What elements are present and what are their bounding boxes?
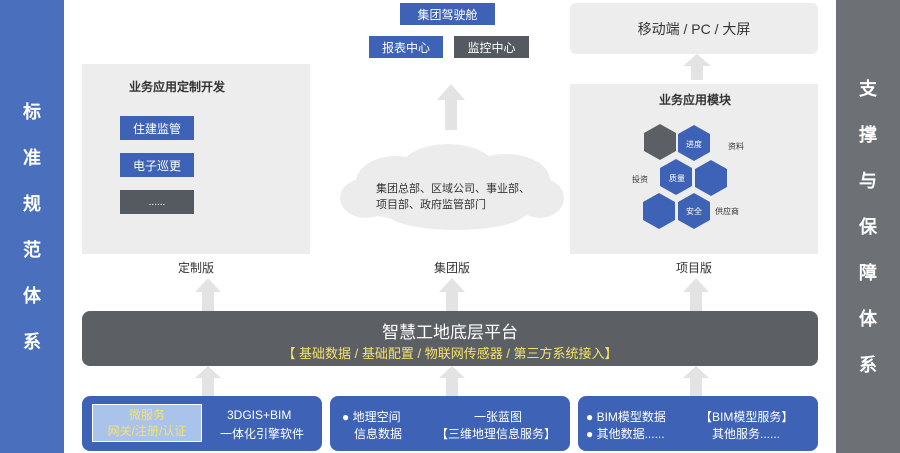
right-bar-char: 体 — [859, 308, 877, 329]
platform-subtitle: 【 基础数据 / 基础配置 / 物联网传感器 / 第三方系统接入】 — [282, 346, 618, 361]
gis-right-line1: 一张蓝图 — [474, 410, 523, 424]
report-center-box: 报表中心 — [369, 36, 443, 58]
custom-item-housing: 住建监管 — [120, 116, 194, 140]
right-bar-char: 保 — [859, 216, 877, 237]
cloud-shape — [340, 144, 564, 230]
project-panel: 业务应用模块 进度 质量 安全 资料 投资 供应商 — [570, 84, 818, 254]
right-bar-char: 支 — [859, 78, 877, 99]
left-bar-char: 系 — [23, 331, 41, 352]
standard-system-bar: 标 准 规 范 体 系 — [0, 0, 64, 453]
left-bar-char: 体 — [23, 285, 41, 306]
right-bar-char: 与 — [859, 170, 877, 191]
bim-left-line2: ● 其他数据...... — [586, 427, 665, 441]
bim-box: ● BIM模型数据 ● 其他数据...... 【BIM模型服务】 其他服务...… — [578, 396, 818, 451]
custom-item-patrol: 电子巡更 — [120, 153, 194, 177]
engine-box: 微服务 网关/注册/认证 3DGIS+BIM 一体化引擎软件 — [82, 396, 322, 451]
up-arrow-icon — [439, 366, 465, 396]
left-bar-char: 标 — [23, 101, 41, 122]
microservice-line1: 微服务 — [128, 408, 165, 422]
outer-label-investment: 投资 — [632, 175, 648, 184]
outer-label-supplier: 供应商 — [715, 207, 739, 216]
bim-left-line1: ● BIM模型数据 — [586, 410, 666, 424]
right-bar-char: 系 — [859, 354, 877, 375]
up-arrow-icon — [683, 278, 709, 314]
left-bar-char: 规 — [23, 193, 41, 214]
custom-panel-title: 业务应用定制开发 — [128, 80, 225, 94]
custom-caption: 定制版 — [177, 261, 214, 275]
platform-bar: 智慧工地底层平台 【 基础数据 / 基础配置 / 物联网传感器 / 第三方系统接… — [82, 311, 818, 366]
custom-dev-panel: 业务应用定制开发 住建监管 电子巡更 ...... — [82, 64, 310, 254]
gis-left-line1: ● 地理空间 — [342, 410, 401, 424]
monitor-center-box: 监控中心 — [454, 36, 529, 58]
cloud-text-line1: 集团总部、区域公司、事业部、 — [376, 183, 530, 195]
hex-label-safety: 安全 — [686, 207, 702, 216]
group-cockpit-box: 集团驾驶舱 — [400, 3, 495, 25]
microservice-badge: 微服务 网关/注册/认证 — [92, 404, 202, 442]
outer-label-materials: 资料 — [728, 142, 744, 151]
project-panel-title: 业务应用模块 — [658, 93, 731, 107]
right-bar-char: 撑 — [859, 124, 877, 145]
hex-label-progress: 进度 — [686, 140, 702, 149]
hex-label-quality: 质量 — [669, 174, 685, 183]
up-arrow-icon — [195, 278, 221, 314]
engine-line1: 3DGIS+BIM — [227, 408, 292, 422]
up-arrow-icon — [439, 278, 465, 314]
project-caption: 项目版 — [675, 261, 712, 275]
gis-box: ● 地理空间 信息数据 一张蓝图 【三维地理信息服务】 — [330, 396, 570, 451]
up-arrow-icon — [683, 366, 709, 396]
bim-right-line2: 其他服务...... — [712, 427, 781, 441]
platform-title: 智慧工地底层平台 — [382, 323, 518, 342]
hexagon-cluster — [643, 124, 727, 229]
left-bar-char: 范 — [23, 239, 41, 260]
support-system-bar: 支 撑 与 保 障 体 系 — [836, 0, 900, 453]
left-bar-char: 准 — [23, 147, 41, 168]
right-bar-char: 障 — [859, 262, 877, 283]
gis-left-line2: 信息数据 — [354, 427, 403, 441]
devices-box: 移动端 / PC / 大屏 — [570, 3, 818, 54]
group-caption: 集团版 — [433, 261, 470, 275]
up-arrow-icon — [437, 84, 465, 130]
cloud-text-line2: 项目部、政府监管部门 — [376, 199, 486, 211]
microservice-line2: 网关/注册/认证 — [107, 424, 187, 438]
engine-line2: 一体化引擎软件 — [220, 427, 305, 441]
gis-right-line2: 【三维地理信息服务】 — [436, 427, 557, 441]
bim-right-line1: 【BIM模型服务】 — [700, 410, 794, 424]
up-arrow-icon — [683, 54, 711, 80]
devices-label: 移动端 / PC / 大屏 — [637, 20, 751, 37]
up-arrow-icon — [195, 366, 221, 396]
custom-item-more: ...... — [120, 190, 194, 214]
